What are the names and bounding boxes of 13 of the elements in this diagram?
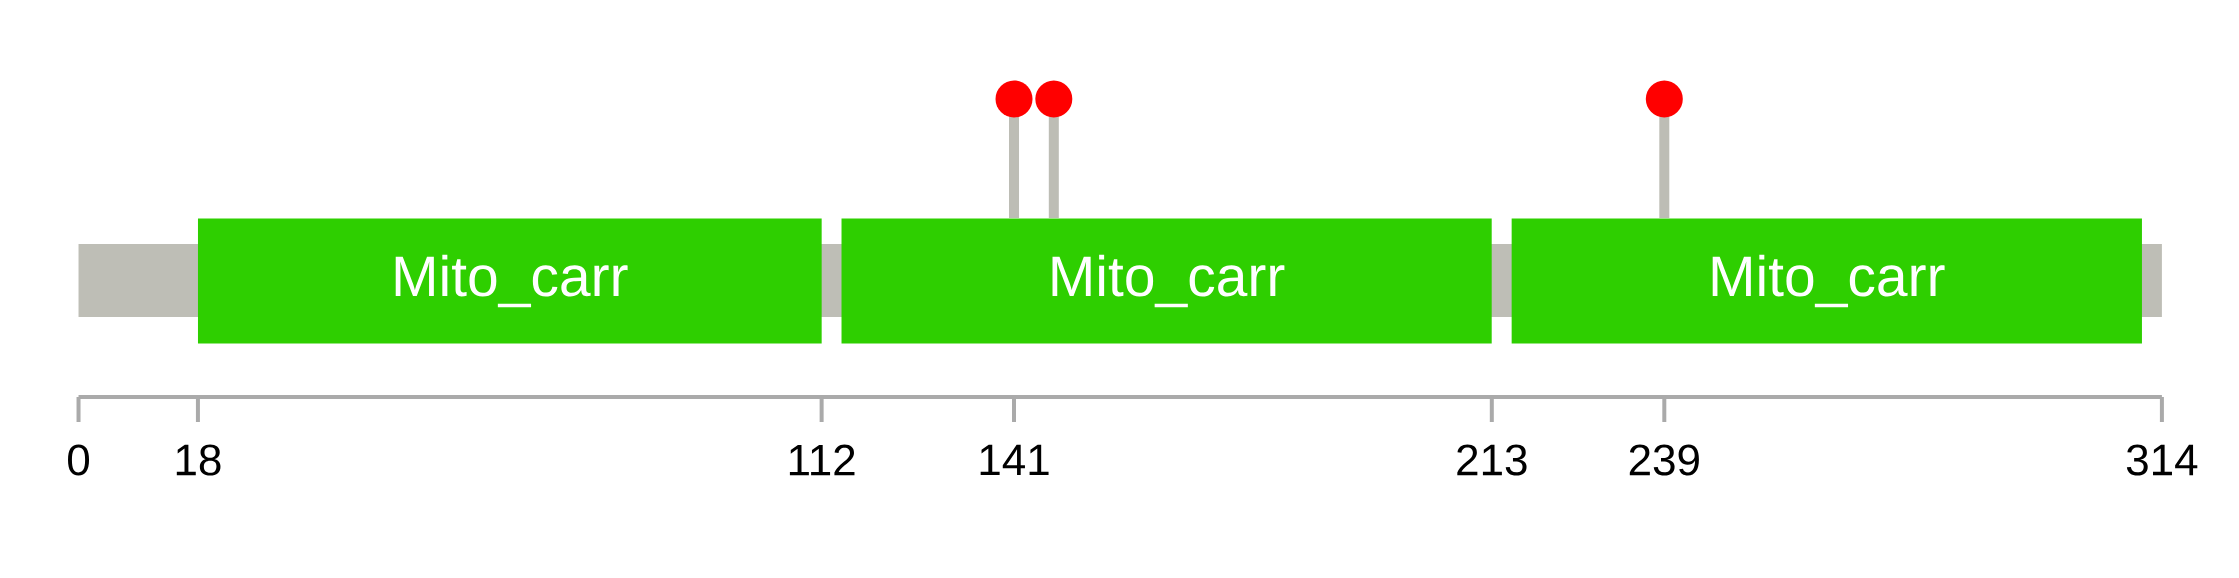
tick-label: 239 bbox=[1629, 444, 1699, 476]
tick-label: 112 bbox=[789, 444, 855, 476]
tick-label: 0 bbox=[68, 444, 90, 476]
mutation-circle bbox=[995, 80, 1033, 118]
tick-label: 141 bbox=[980, 444, 1049, 476]
mutation-circle bbox=[1035, 80, 1073, 118]
domain-box: Mito_carr bbox=[1511, 218, 2142, 344]
tick-label: 213 bbox=[1457, 444, 1527, 476]
tick-label: 314 bbox=[2126, 444, 2198, 476]
domain-box: Mito_carr bbox=[198, 218, 822, 344]
tick-label: 18 bbox=[176, 444, 221, 476]
mutation-circle bbox=[1645, 80, 1683, 118]
domain-box: Mito_carr bbox=[841, 218, 1492, 344]
